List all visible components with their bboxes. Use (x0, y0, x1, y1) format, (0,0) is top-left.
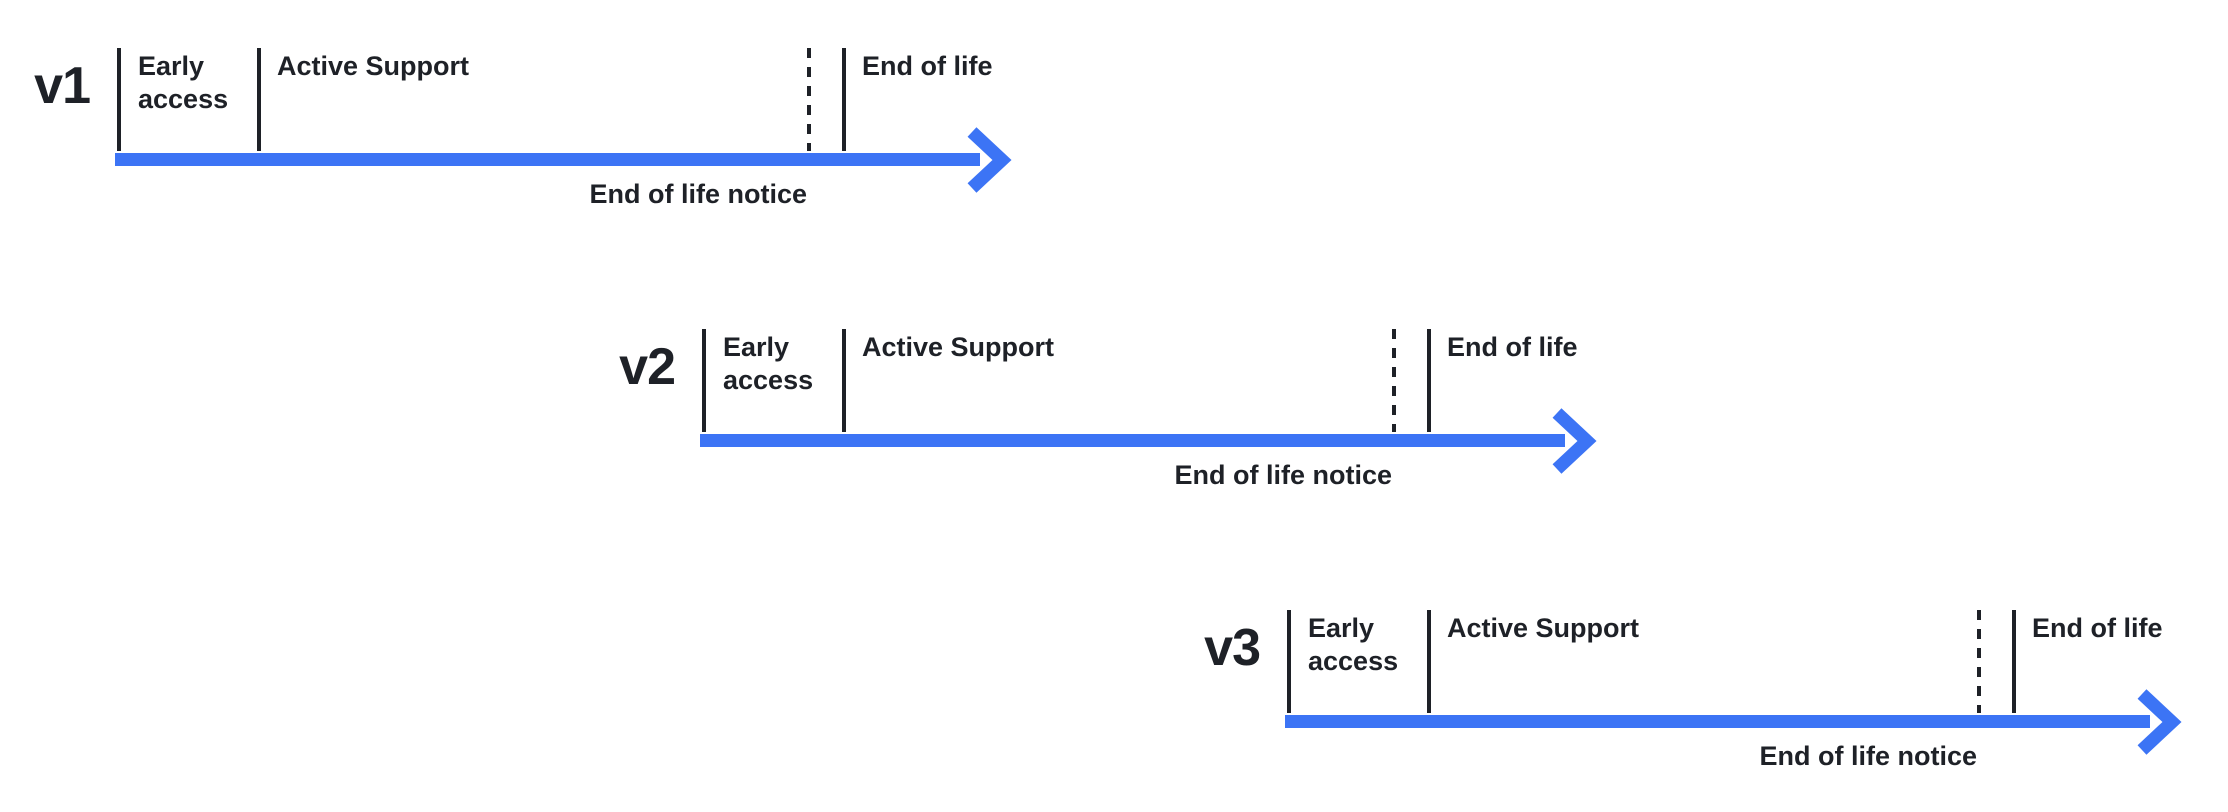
end-of-life-tick (2012, 610, 2016, 713)
version-label-v1: v1 (34, 57, 91, 115)
active-support-start-tick (842, 329, 846, 432)
eol-notice-dashed-tick (1977, 610, 1981, 713)
arrowhead-icon (967, 127, 1012, 193)
early-access-start-tick (1287, 610, 1291, 713)
timeline-v2: v2 Early access Active Support End of li… (617, 321, 1627, 506)
active-support-label: Active Support (1447, 613, 1640, 643)
end-of-life-tick (842, 48, 846, 151)
version-label-v2: v2 (619, 338, 676, 396)
early-access-start-tick (702, 329, 706, 432)
arrowhead-icon (2137, 689, 2182, 755)
timeline-v3: v3 Early access Active Support End of li… (1202, 602, 2212, 787)
early-access-label: Early access (138, 51, 229, 114)
active-support-start-tick (1427, 610, 1431, 713)
active-support-label: Active Support (277, 51, 470, 81)
timeline-arrow-shaft (1285, 715, 2150, 728)
active-support-start-tick (257, 48, 261, 151)
eol-notice-label: End of life notice (1174, 460, 1392, 490)
active-support-label: Active Support (862, 332, 1055, 362)
arrowhead-icon (1552, 408, 1597, 474)
timeline-v1: v1 Early access Active Support End of li… (32, 40, 1042, 225)
end-of-life-label: End of life (862, 51, 993, 81)
early-access-label: Early access (723, 332, 814, 395)
end-of-life-label: End of life (1447, 332, 1578, 362)
eol-notice-dashed-tick (807, 48, 811, 151)
end-of-life-tick (1427, 329, 1431, 432)
early-access-label: Early access (1308, 613, 1399, 676)
timeline-arrow-shaft (115, 153, 980, 166)
early-access-start-tick (117, 48, 121, 151)
eol-notice-label: End of life notice (1759, 741, 1977, 771)
timeline-arrow-shaft (700, 434, 1565, 447)
eol-notice-label: End of life notice (589, 179, 807, 209)
end-of-life-label: End of life (2032, 613, 2163, 643)
version-label-v3: v3 (1204, 619, 1261, 677)
eol-notice-dashed-tick (1392, 329, 1396, 432)
